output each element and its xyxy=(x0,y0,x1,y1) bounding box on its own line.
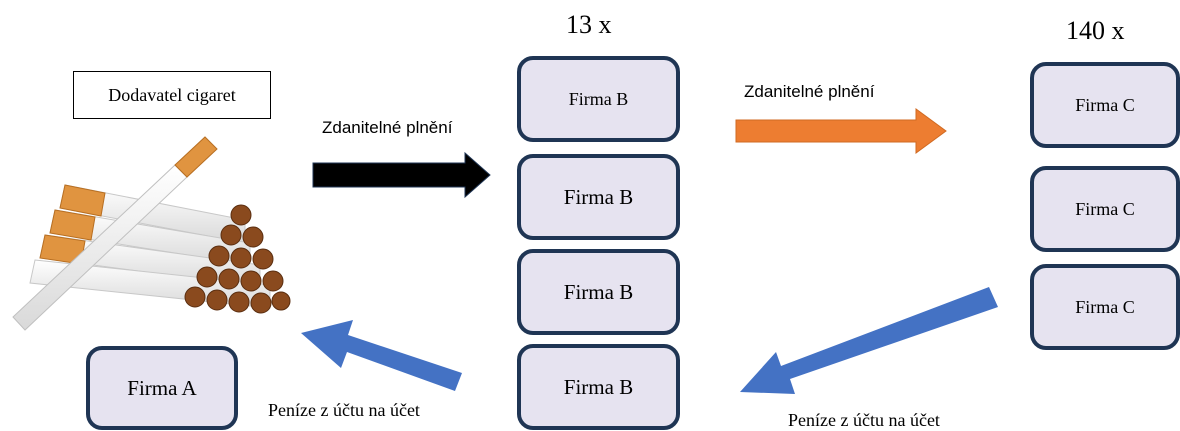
firma-b-box-1: Firma B xyxy=(517,56,680,142)
firma-b-label-4: Firma B xyxy=(563,374,634,399)
arrow-supply-to-b xyxy=(312,151,491,199)
cigarettes-image xyxy=(12,136,291,331)
arrow-b-to-supplier xyxy=(301,320,462,391)
firma-b-box-3: Firma B xyxy=(517,249,680,335)
firma-b-box-4: Firma B xyxy=(517,344,680,430)
b-to-supplier-label: Peníze z účtu na účet xyxy=(268,400,420,420)
firma-b-label-3: Firma B xyxy=(563,279,634,304)
supplier-label: Dodavatel cigaret xyxy=(108,84,236,105)
c-to-b-label: Peníze z účtu na účet xyxy=(788,410,940,430)
firma-c-box-2: Firma C xyxy=(1030,166,1180,252)
firma-b-label-1: Firma B xyxy=(568,88,629,109)
firma-c-label-3: Firma C xyxy=(1075,296,1135,317)
arrow-c-to-b xyxy=(740,287,998,394)
firma-a-box: Firma A xyxy=(86,346,238,430)
firma-c-count: 140 x xyxy=(1066,16,1125,45)
firma-b-count: 13 x xyxy=(566,10,612,39)
supply-to-b-label: Zdanitelné plnění xyxy=(322,118,453,137)
firma-a-label: Firma A xyxy=(127,375,197,400)
firma-c-box-1: Firma C xyxy=(1030,62,1180,148)
supplier-label-box: Dodavatel cigaret xyxy=(73,71,271,119)
firma-b-label-2: Firma B xyxy=(563,184,634,209)
firma-c-box-3: Firma C xyxy=(1030,264,1180,350)
firma-b-box-2: Firma B xyxy=(517,154,680,240)
b-to-c-label: Zdanitelné plnění xyxy=(744,82,875,101)
arrow-b-to-c xyxy=(735,108,947,154)
firma-c-label-1: Firma C xyxy=(1075,94,1135,115)
firma-c-label-2: Firma C xyxy=(1075,198,1135,219)
